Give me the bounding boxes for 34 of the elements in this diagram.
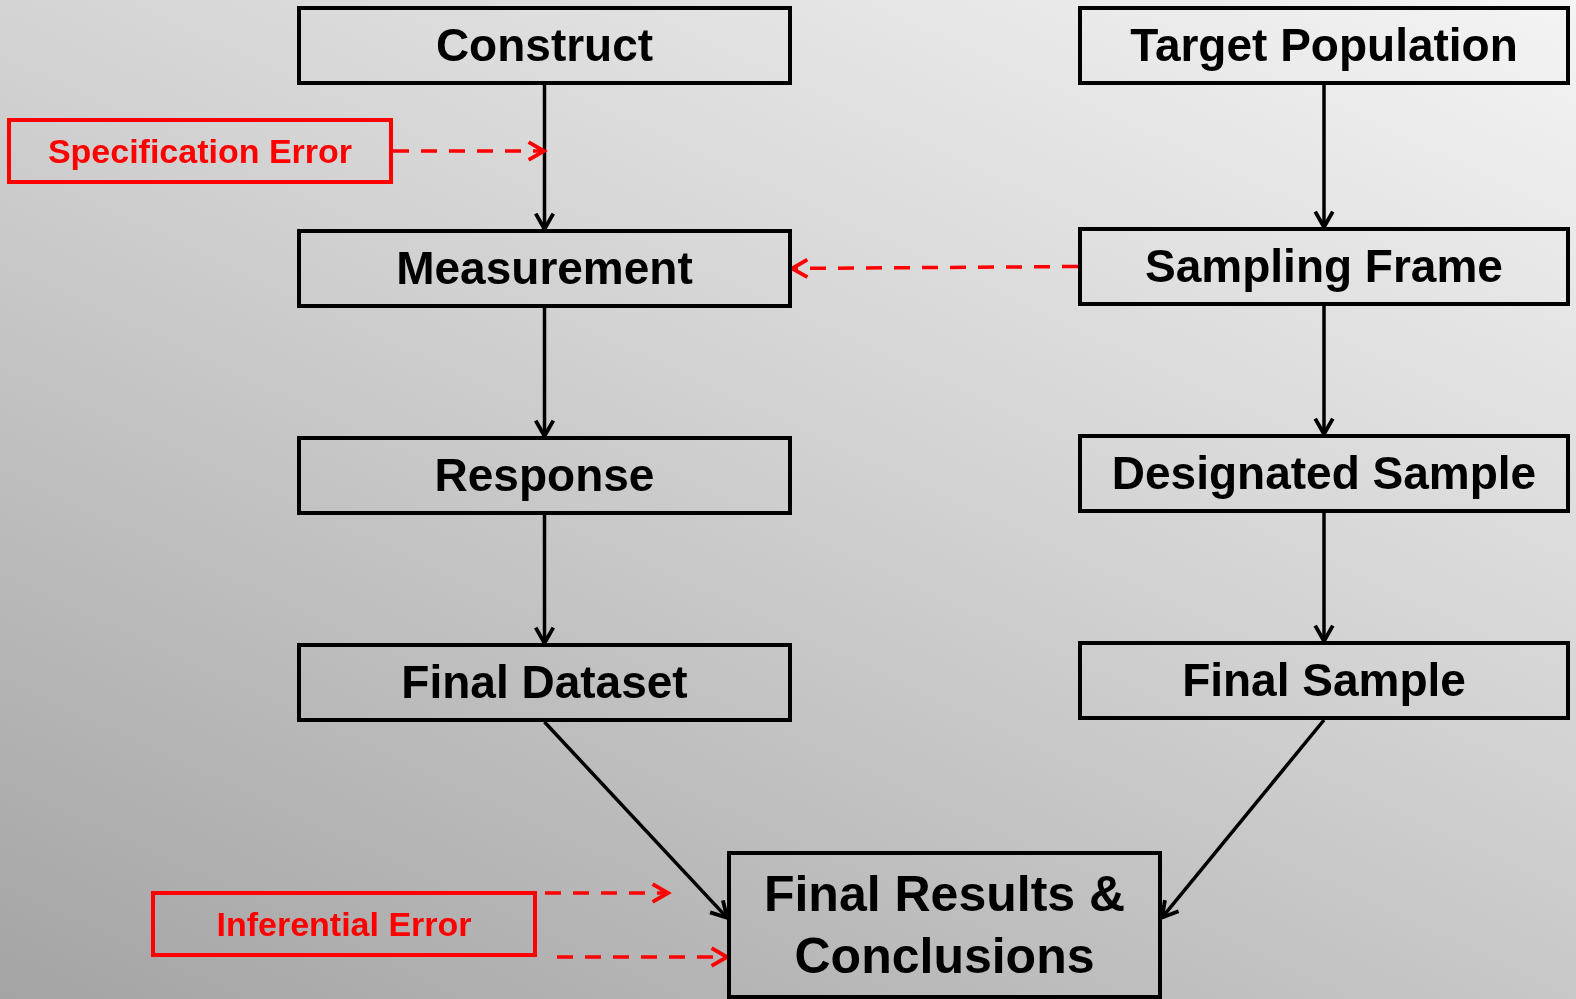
arrow (533, 308, 556, 438)
process-box (297, 643, 792, 722)
arrow (393, 140, 546, 162)
arrow (533, 85, 556, 231)
arrow (790, 257, 1078, 280)
node-label: Sampling Frame (1145, 238, 1503, 294)
node-label: Response (434, 447, 655, 503)
node-label: Designated Sample (1111, 445, 1537, 501)
process-box (1078, 434, 1570, 513)
arrow (1313, 306, 1335, 436)
node-label: Specification Error (47, 130, 353, 172)
arrow (557, 946, 729, 968)
node-label: Target Population (1130, 17, 1518, 73)
process-box (297, 6, 792, 85)
node-label: Final Dataset (401, 654, 688, 710)
arrow (1160, 718, 1326, 920)
arrow (1313, 513, 1335, 643)
arrow (545, 882, 670, 904)
node-label: Inferential Error (216, 903, 472, 945)
process-box (727, 851, 1162, 999)
error-box (151, 891, 537, 957)
process-box (297, 229, 792, 308)
arrow (543, 720, 729, 920)
process-box (1078, 227, 1570, 306)
node-label: Measurement (396, 240, 693, 296)
error-box (7, 118, 393, 184)
node-label: Final Results & Conclusions (762, 864, 1127, 986)
node-label: Final Sample (1182, 652, 1466, 708)
node-label: Construct (435, 17, 654, 73)
arrow (1313, 85, 1335, 229)
process-box (1078, 641, 1570, 720)
process-box (297, 436, 792, 515)
arrow (533, 515, 556, 645)
process-box (1078, 6, 1570, 85)
